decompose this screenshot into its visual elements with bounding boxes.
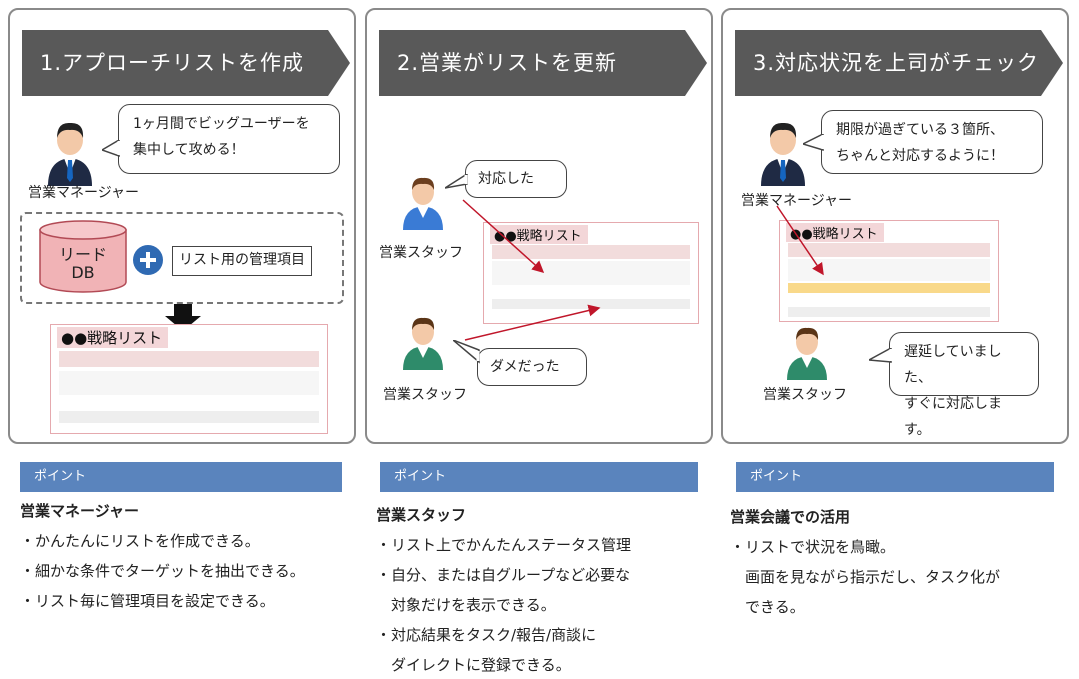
panel-step3: 3.対応状況を上司がチェック 営業マネージャー 期限が過ぎている３箇所、 ちゃん… [721,8,1069,444]
point-3-line-2: 画面を見ながら指示だし、タスク化が [730,568,1001,586]
point-3-line-1: ・リストで状況を鳥瞰。 [730,538,896,556]
db-label: リード DB [58,245,107,282]
point-header-3: ポイント [736,462,1054,492]
update-arrows [462,199,601,341]
management-items-box: リスト用の管理項目 [172,246,312,276]
point-3-line-3: できる。 [730,598,805,616]
point-1-line-2: ・細かな条件でターゲットを抽出できる。 [20,562,305,580]
staff1-icon [403,177,443,230]
point-1-line-1: ・かんたんにリストを作成できる。 [20,532,260,550]
step2-banner: 2.営業がリストを更新 [379,30,707,96]
manager-icon-2 [761,122,805,186]
strategy-list-sheet: ●●戦略リスト [50,324,328,434]
point-2-line-3: 対象だけを表示できる。 [376,596,556,614]
manager-label: 営業マネージャー [28,185,140,201]
db-combination-box [20,212,344,304]
point-title-3: 営業会議での活用 [730,508,851,526]
point-1-line-3: ・リスト毎に管理項目を設定できる。 [20,592,275,610]
staff-icon-3 [787,327,827,380]
manager-speech-bubble: 1ヶ月間でビッグユーザーを 集中して攻める！ [118,104,340,174]
staff2-icon [403,317,443,370]
overdue-row-highlight [788,283,990,293]
point-header-1: ポイント [20,462,342,492]
panel-step1: 1.アプローチリストを作成 営業マネージャー 1ヶ月間でビッグユーザーを 集中し… [8,8,356,444]
point-2-line-5: ダイレクトに登録できる。 [376,656,571,674]
staff1-label: 営業スタッフ [379,245,463,261]
database-icon [39,220,127,293]
step1-label: 1.アプローチリストを作成 [40,51,305,75]
step1-banner: 1.アプローチリストを作成 [22,30,350,96]
manager-speech-bubble-2: 期限が過ぎている３箇所、 ちゃんと対応するように！ [821,110,1043,174]
staff-speech-bubble-3: 遅延していました、 すぐに対応します。 [889,332,1039,438]
staff1-speech-bubble: 対応した [465,160,567,198]
point-header-2: ポイント [380,462,698,492]
staff-label-3: 営業スタッフ [763,387,847,403]
step3-label: 3.対応状況を上司がチェック [753,51,1040,75]
staff2-speech-bubble: ダメだった [477,348,587,386]
point-title-1: 営業マネージャー [20,502,139,520]
check-arrow [776,205,824,276]
staff2-label: 営業スタッフ [383,387,467,403]
step2-label: 2.営業がリストを更新 [397,51,618,75]
strategy-list-sheet-2: ●●戦略リスト [483,222,699,324]
point-2-line-4: ・対応結果をタスク/報告/商談に [376,626,597,644]
down-arrow-icon [165,304,201,331]
panel-step2: 2.営業がリストを更新 対応した 営業スタッフ 営業スタッフ ダメだった ●●戦… [365,8,713,444]
step3-banner: 3.対応状況を上司がチェック [735,30,1063,96]
plus-icon [133,245,163,275]
manager-label-2: 営業マネージャー [741,193,853,209]
point-2-line-2: ・自分、または自グループなど必要な [376,566,631,584]
point-title-2: 営業スタッフ [376,506,467,524]
manager-icon [48,122,92,186]
point-2-line-1: ・リスト上でかんたんステータス管理 [376,536,632,554]
